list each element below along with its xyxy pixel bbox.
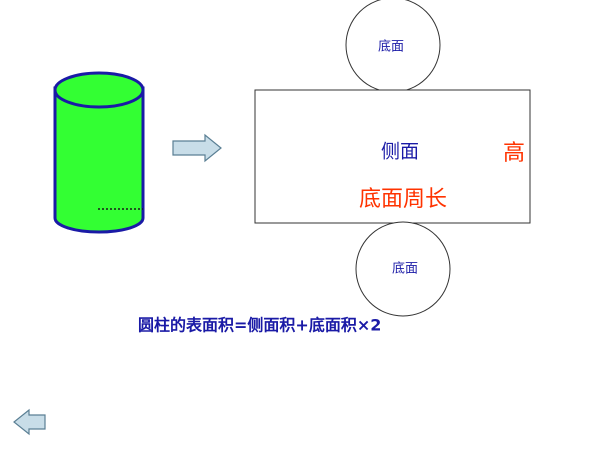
bottom-circle-label: 底面 (392, 261, 418, 277)
cylinder-body (53, 86, 145, 234)
top-base-circle: 底面 (345, 0, 441, 93)
circumference-label: 底面周长 (359, 187, 447, 212)
side-label: 侧面 (381, 141, 419, 163)
cylinder-top-ellipse (53, 71, 145, 109)
height-label: 高 (503, 141, 525, 166)
surface-area-formula: 圆柱的表面积=侧面积+底面积×2 (138, 316, 381, 335)
top-circle-label: 底面 (378, 39, 404, 55)
left-arrow-icon[interactable] (13, 408, 46, 436)
bottom-base-circle: 底面 (355, 221, 451, 317)
side-rectangle: 侧面 高 底面周长 (254, 89, 531, 224)
cylinder-illustration (53, 71, 145, 234)
right-arrow-icon (172, 133, 222, 163)
